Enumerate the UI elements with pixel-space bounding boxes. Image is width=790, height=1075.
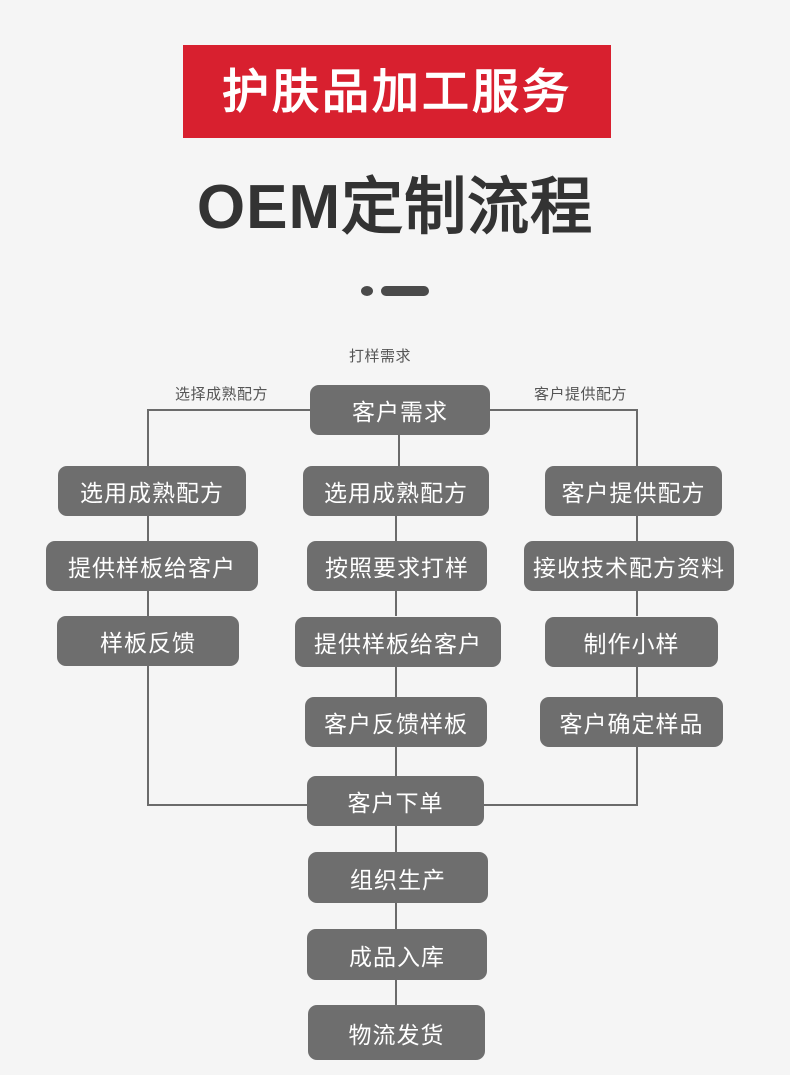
node-middle-2[interactable]: 按照要求打样 [307,541,487,591]
edge-label-right: 客户提供配方 [534,386,628,403]
title-divider [0,286,790,296]
node-tail-2[interactable]: 组织生产 [308,852,488,903]
node-right-4[interactable]: 客户确定样品 [540,697,723,747]
edge-label-left: 选择成熟配方 [175,386,269,403]
node-left-2[interactable]: 提供样板给客户 [46,541,258,591]
node-middle-3[interactable]: 提供样板给客户 [295,617,501,667]
node-right-3[interactable]: 制作小样 [545,617,718,667]
node-tail-4[interactable]: 物流发货 [308,1005,485,1060]
node-left-3[interactable]: 样板反馈 [57,616,239,666]
edge-label-top: 打样需求 [349,348,412,365]
node-right-1[interactable]: 客户提供配方 [545,466,722,516]
node-middle-4[interactable]: 客户反馈样板 [305,697,487,747]
divider-bar-icon [381,286,429,296]
divider-dot-icon [361,286,373,296]
node-tail-3[interactable]: 成品入库 [307,929,487,980]
node-root[interactable]: 客户需求 [310,385,490,435]
node-right-2[interactable]: 接收技术配方资料 [524,541,734,591]
banner: 护肤品加工服务 [183,45,611,138]
page-title: OEM定制流程 [196,173,594,242]
node-left-1[interactable]: 选用成熟配方 [58,466,246,516]
node-middle-1[interactable]: 选用成熟配方 [303,466,489,516]
banner-title: 护肤品加工服务 [222,65,572,118]
node-tail-1[interactable]: 客户下单 [307,776,484,826]
